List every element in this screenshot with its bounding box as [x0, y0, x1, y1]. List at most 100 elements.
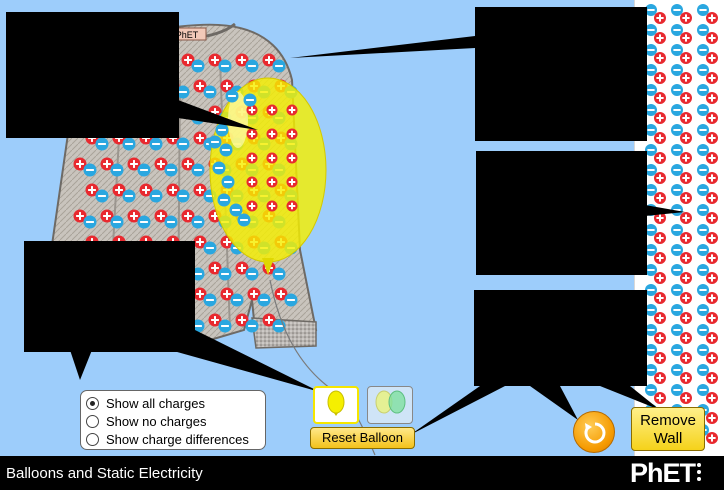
radio-show-charge-differences[interactable]: Show charge differences — [86, 430, 265, 448]
negative-charge-icon — [671, 24, 683, 36]
positive-charge-icon — [706, 32, 718, 44]
positive-charge-icon — [680, 92, 692, 104]
positive-charge-icon — [235, 313, 249, 327]
positive-charge-icon — [654, 132, 666, 144]
negative-charge-icon — [697, 4, 709, 16]
negative-charge-icon — [208, 135, 222, 149]
negative-charge-icon — [671, 284, 683, 296]
radio-label: Show all charges — [106, 395, 205, 411]
negative-charge-icon — [671, 244, 683, 256]
negative-charge-icon — [671, 304, 683, 316]
positive-charge-icon — [706, 52, 718, 64]
negative-charge-icon — [245, 319, 259, 333]
negative-charge-icon — [176, 85, 190, 99]
negative-charge-icon — [645, 24, 657, 36]
positive-charge-icon — [654, 352, 666, 364]
radio-label: Show no charges — [106, 413, 207, 429]
two-balloons-button[interactable] — [367, 386, 413, 424]
positive-charge-icon — [680, 272, 692, 284]
positive-charge-icon — [680, 132, 692, 144]
negative-charge-icon — [645, 344, 657, 356]
negative-charge-icon — [671, 44, 683, 56]
two-balloons-icon — [375, 390, 406, 414]
positive-charge-icon — [220, 287, 234, 301]
positive-charge-icon — [680, 332, 692, 344]
negative-charge-icon — [164, 163, 178, 177]
negative-charge-icon — [645, 284, 657, 296]
positive-charge-icon — [706, 232, 718, 244]
positive-charge-icon — [246, 128, 258, 140]
positive-charge-icon — [680, 52, 692, 64]
positive-charge-icon — [246, 200, 258, 212]
three-dots-menu-icon[interactable] — [697, 463, 703, 483]
negative-charge-icon — [645, 104, 657, 116]
remove-wall-button[interactable]: Remove Wall — [631, 407, 705, 451]
negative-charge-icon — [697, 344, 709, 356]
radio-show-no-charges[interactable]: Show no charges — [86, 412, 265, 430]
negative-charge-icon — [203, 85, 217, 99]
negative-charge-icon — [212, 161, 226, 175]
negative-charge-icon — [217, 193, 231, 207]
yellow-balloon[interactable] — [208, 77, 327, 275]
play-area: PhET Show all charges — [0, 0, 724, 456]
yellow-balloon-icon — [327, 390, 345, 416]
negative-charge-icon — [645, 44, 657, 56]
reset-all-button[interactable] — [573, 411, 615, 453]
negative-charge-icon — [645, 64, 657, 76]
positive-charge-icon — [680, 12, 692, 24]
negative-charge-icon — [671, 144, 683, 156]
positive-charge-icon — [286, 152, 298, 164]
positive-charge-icon — [706, 412, 718, 424]
negative-charge-icon — [95, 189, 109, 203]
radio-show-all-charges[interactable]: Show all charges — [86, 394, 265, 412]
positive-charge-icon — [706, 172, 718, 184]
positive-charge-icon — [706, 132, 718, 144]
negative-charge-icon — [645, 184, 657, 196]
positive-charge-icon — [193, 131, 207, 145]
radio-button-icon[interactable] — [86, 396, 99, 410]
reset-balloon-button[interactable]: Reset Balloon — [310, 427, 415, 449]
negative-charge-icon — [645, 364, 657, 376]
positive-charge-icon — [680, 32, 692, 44]
positive-charge-icon — [127, 157, 141, 171]
positive-charge-icon — [266, 104, 278, 116]
positive-charge-icon — [100, 157, 114, 171]
positive-charge-icon — [193, 183, 207, 197]
negative-charge-icon — [671, 224, 683, 236]
positive-charge-icon — [706, 372, 718, 384]
one-balloon-button[interactable] — [313, 386, 359, 424]
negative-charge-icon — [83, 215, 97, 229]
callout-box-top-right — [475, 7, 647, 141]
phet-logo[interactable]: PhET — [630, 458, 696, 488]
negative-charge-icon — [219, 143, 233, 157]
positive-charge-icon — [706, 392, 718, 404]
positive-charge-icon — [127, 209, 141, 223]
negative-charge-icon — [697, 104, 709, 116]
radio-button-icon[interactable] — [86, 432, 99, 446]
negative-charge-icon — [645, 124, 657, 136]
positive-charge-icon — [654, 172, 666, 184]
positive-charge-icon — [73, 209, 87, 223]
negative-charge-icon — [110, 215, 124, 229]
positive-charge-icon — [654, 12, 666, 24]
positive-charge-icon — [154, 209, 168, 223]
positive-charge-icon — [680, 192, 692, 204]
positive-charge-icon — [193, 287, 207, 301]
positive-charge-icon — [706, 112, 718, 124]
navigation-bar: Balloons and Static Electricity PhET — [0, 456, 724, 490]
negative-charge-icon — [697, 184, 709, 196]
positive-charge-icon — [706, 192, 718, 204]
positive-charge-icon — [680, 72, 692, 84]
remove-wall-label-line2: Wall — [653, 430, 683, 447]
negative-charge-icon — [164, 215, 178, 229]
positive-charge-icon — [706, 432, 718, 444]
radio-button-icon[interactable] — [86, 414, 99, 428]
negative-charge-icon — [218, 59, 232, 73]
callout-box-left — [24, 241, 195, 352]
negative-charge-icon — [645, 164, 657, 176]
negative-charge-icon — [671, 344, 683, 356]
negative-charge-icon — [697, 284, 709, 296]
positive-charge-icon — [680, 352, 692, 364]
sim-title: Balloons and Static Electricity — [6, 465, 203, 482]
positive-charge-icon — [235, 261, 249, 275]
